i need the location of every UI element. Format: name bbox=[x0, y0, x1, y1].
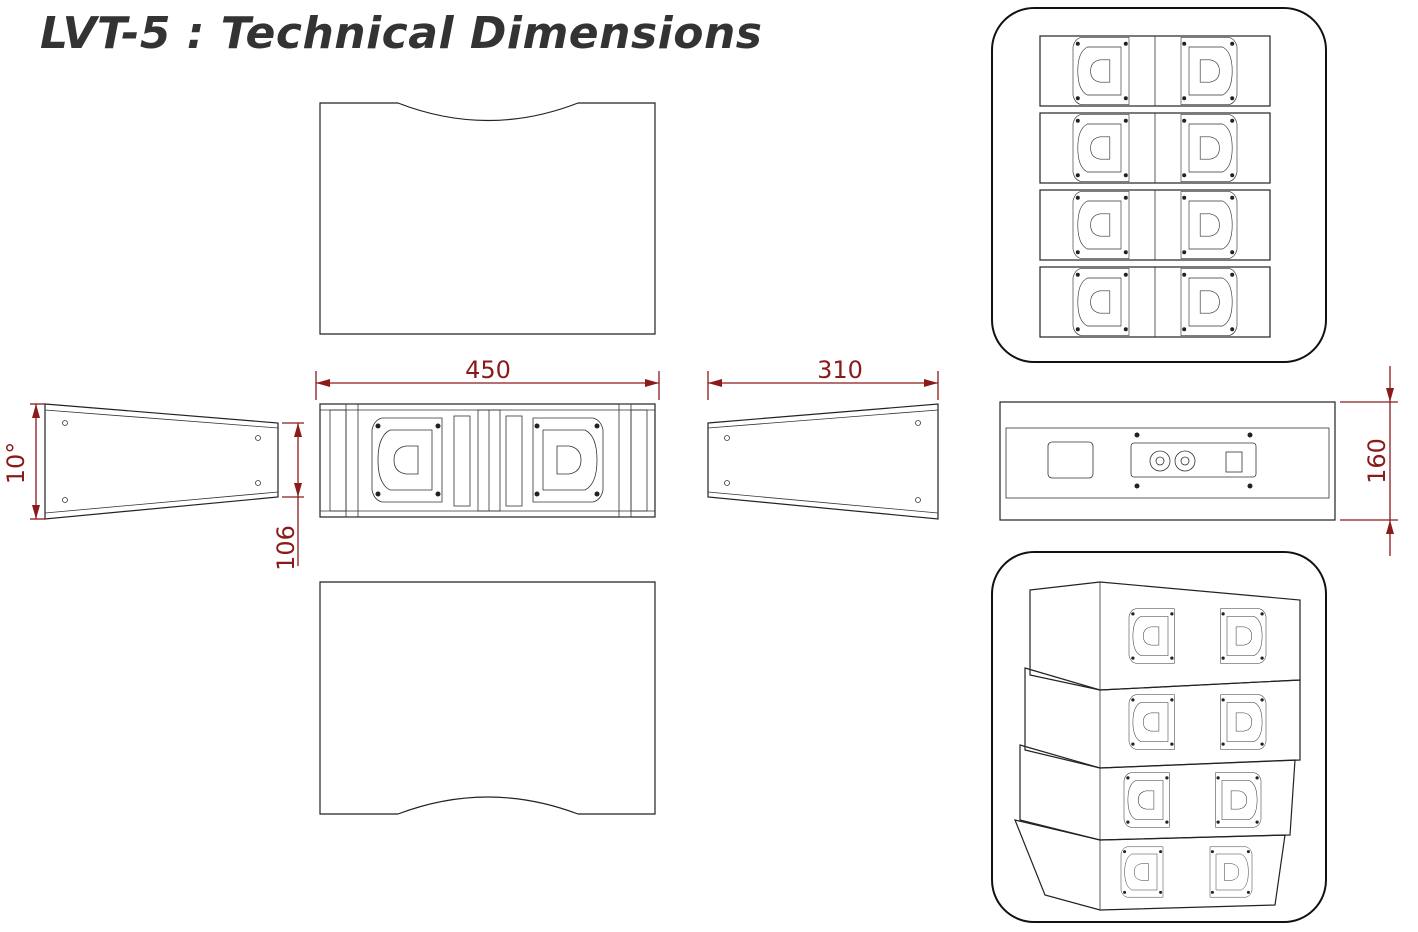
left-side-view bbox=[44, 403, 279, 520]
right-side-view bbox=[707, 403, 939, 520]
top-view bbox=[319, 102, 656, 335]
dimension-rear-height: 106 bbox=[272, 422, 304, 571]
dimension-front-height-label: 160 bbox=[1363, 438, 1391, 484]
bottom-view bbox=[319, 581, 656, 815]
rear-view bbox=[999, 401, 1336, 521]
dimension-depth-label: 310 bbox=[817, 356, 863, 384]
front-view bbox=[319, 403, 656, 518]
dimension-width: 450 bbox=[315, 356, 660, 400]
dimension-front-height: 160 bbox=[1340, 366, 1398, 556]
dimension-angle-label: 10° bbox=[2, 442, 30, 485]
array-front-view bbox=[991, 7, 1327, 363]
dimension-rear-height-label: 106 bbox=[272, 525, 300, 571]
array-perspective-view bbox=[991, 551, 1327, 923]
page-title: LVT-5 : Technical Dimensions bbox=[40, 8, 763, 59]
dimension-width-label: 450 bbox=[465, 356, 511, 384]
dimension-depth: 310 bbox=[707, 356, 939, 400]
dimension-angle: 10° bbox=[2, 403, 45, 520]
